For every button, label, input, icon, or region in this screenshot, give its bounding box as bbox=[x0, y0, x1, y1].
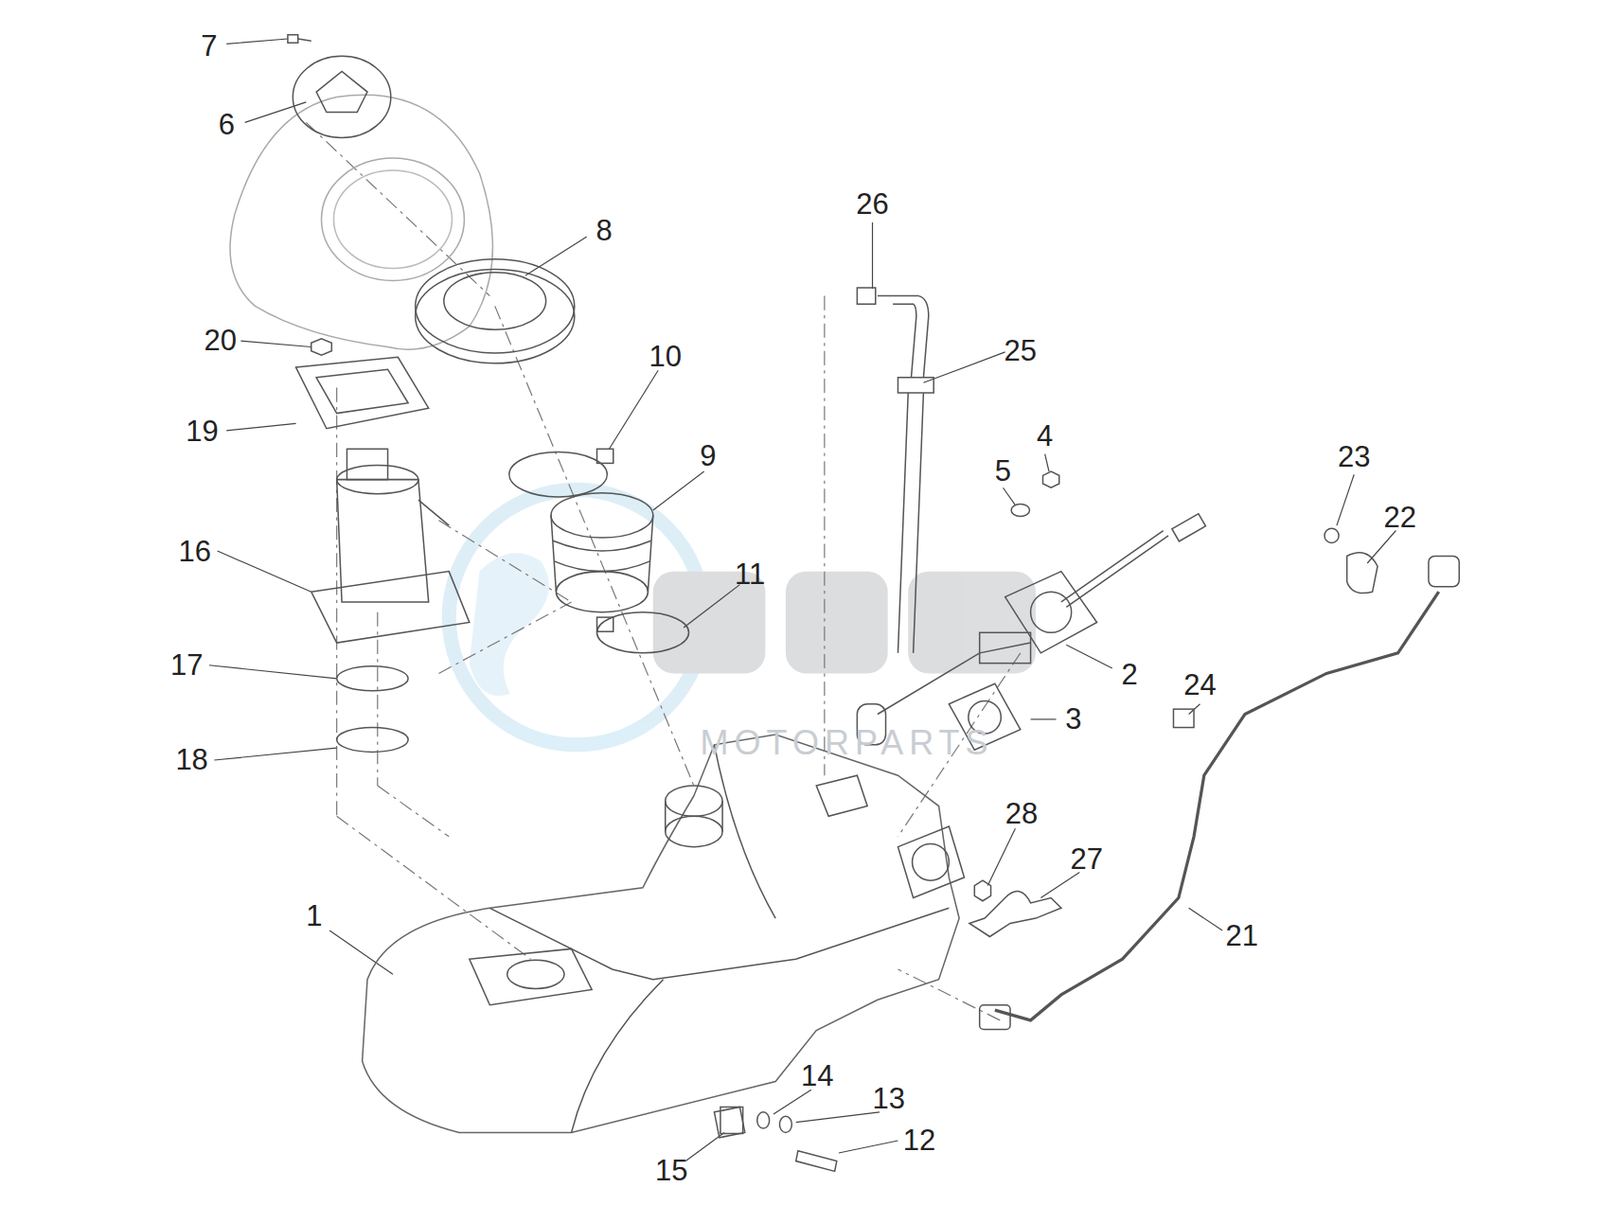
callout-number: 7 bbox=[200, 31, 217, 61]
callout-number: 11 bbox=[734, 559, 765, 589]
callout-number: 18 bbox=[175, 745, 208, 775]
callout-number: 27 bbox=[1070, 844, 1103, 874]
callout-number: 23 bbox=[1337, 442, 1370, 472]
callout-number: 13 bbox=[872, 1084, 906, 1114]
callout-number: 22 bbox=[1384, 502, 1417, 533]
callout-number: 26 bbox=[855, 189, 889, 219]
watermark-text: MOTORPARTS bbox=[700, 726, 995, 761]
callout-number: 21 bbox=[1225, 921, 1258, 951]
callout-number: 14 bbox=[800, 1061, 834, 1091]
callout-number: 25 bbox=[1004, 336, 1037, 366]
callout-number: 17 bbox=[170, 650, 203, 680]
callout-number: 8 bbox=[595, 215, 612, 246]
callout-number: 5 bbox=[995, 456, 1012, 486]
callout-number: 1 bbox=[305, 901, 322, 931]
callout-number: 4 bbox=[1036, 421, 1053, 451]
callout-number: 12 bbox=[903, 1125, 936, 1156]
callout-number: 6 bbox=[218, 109, 235, 140]
callout-number: 10 bbox=[648, 341, 681, 372]
callout-number: 20 bbox=[204, 325, 237, 356]
callout-number: 15 bbox=[655, 1155, 688, 1186]
callout-number: 3 bbox=[1065, 704, 1082, 734]
callout-number: 16 bbox=[178, 536, 212, 567]
callout-number: 9 bbox=[699, 441, 716, 471]
callout-number: 2 bbox=[1121, 659, 1138, 690]
watermark-logo bbox=[448, 489, 1036, 745]
callout-number: 19 bbox=[185, 416, 218, 446]
callout-number: 28 bbox=[1005, 799, 1038, 829]
callout-number: 24 bbox=[1183, 670, 1216, 700]
